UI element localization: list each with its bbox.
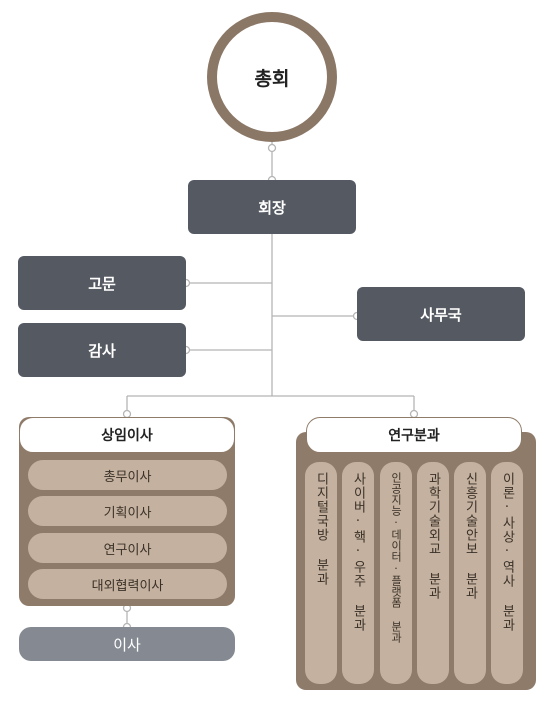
research-divisions-title: 연구분과 xyxy=(306,417,522,453)
research-division-column: 디지털국방 분과 xyxy=(305,462,337,684)
standing-directors-title: 상임이사 xyxy=(19,417,235,453)
research-division-column: 이론·사상·역사 분과 xyxy=(491,462,523,684)
standing-director-item: 대외협력이사 xyxy=(28,569,227,599)
director-node: 이사 xyxy=(19,627,235,661)
research-division-column: 인공지능·데이터·플랫폼 분과 xyxy=(380,462,412,684)
president-node: 회장 xyxy=(188,180,356,234)
secretariat-node: 사무국 xyxy=(357,287,525,341)
research-division-column: 사이버·핵·우주 분과 xyxy=(342,462,374,684)
research-division-label: 디지털국방 분과 xyxy=(313,472,329,586)
advisor-node: 고문 xyxy=(18,256,186,310)
general-assembly-node: 총회 xyxy=(207,12,337,142)
standing-director-item: 연구이사 xyxy=(28,533,227,563)
auditor-node: 감사 xyxy=(18,323,186,377)
research-division-label: 이론·사상·역사 분과 xyxy=(499,472,515,632)
research-division-column: 신흥기술안보 분과 xyxy=(454,462,486,684)
general-assembly-label: 총회 xyxy=(217,22,327,132)
standing-director-item: 기획이사 xyxy=(28,496,227,526)
standing-director-item: 총무이사 xyxy=(28,460,227,490)
research-division-label: 과학기술외교 분과 xyxy=(425,472,441,600)
research-division-label: 신흥기술안보 분과 xyxy=(462,472,478,600)
research-division-label: 사이버·핵·우주 분과 xyxy=(350,472,366,632)
research-division-column: 과학기술외교 분과 xyxy=(417,462,449,684)
research-division-label: 인공지능·데이터·플랫폼 분과 xyxy=(389,472,403,643)
